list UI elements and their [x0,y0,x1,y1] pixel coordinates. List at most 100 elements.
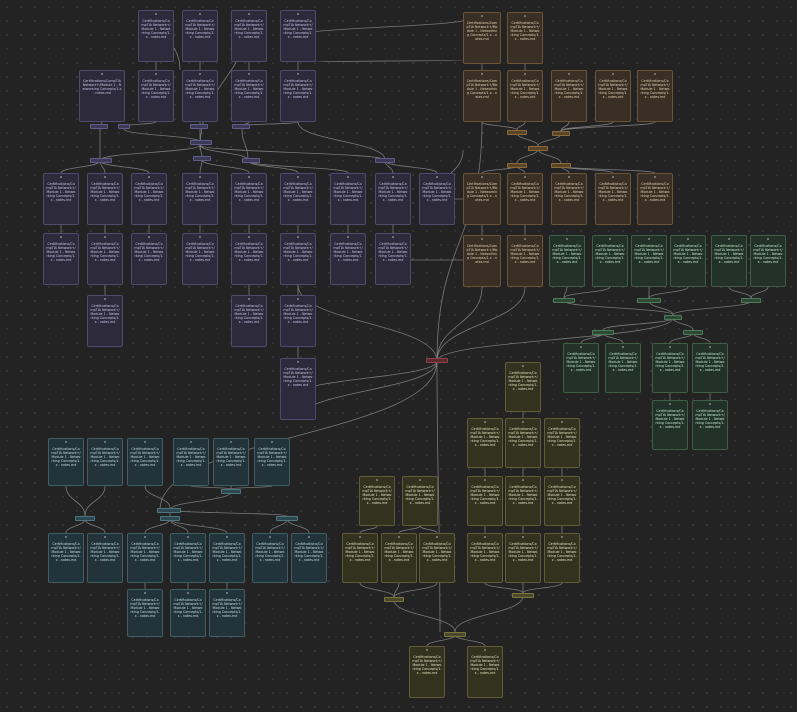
note-node-purple-29[interactable]: Certifications/CompTIA Network+/Module 1… [280,358,316,420]
note-node-purple-4[interactable]: Certifications/CompTIA Network+/Module 1… [79,70,125,122]
note-node-purple-7[interactable]: Certifications/CompTIA Network+/Module 1… [231,70,267,122]
note-node-green-55[interactable]: Certifications/CompTIA Network+/Module 1… [692,400,728,450]
note-node-teal-88[interactable]: Certifications/CompTIA Network+/Module 1… [209,589,245,637]
note-node-olive-56[interactable]: Certifications/CompTIA Network+/Module 1… [505,362,541,412]
note-node-purple-12[interactable]: Certifications/CompTIA Network+/Module 1… [182,173,218,225]
group-node-purple-6[interactable] [242,158,260,163]
group-node-purple-8[interactable] [375,158,395,163]
note-node-purple-17[interactable]: Certifications/CompTIA Network+/Module 1… [419,173,455,225]
note-node-teal-78[interactable]: Certifications/CompTIA Network+/Module 1… [254,438,290,486]
group-node-teal-24[interactable] [276,516,298,521]
note-node-olive-67[interactable]: Certifications/CompTIA Network+/Module 1… [419,533,455,583]
note-node-olive-58[interactable]: Certifications/CompTIA Network+/Module 1… [505,418,541,468]
note-node-brown-31[interactable]: Certifications/CompTIA Network+/Module 1… [507,12,543,64]
note-node-teal-83[interactable]: Certifications/CompTIA Network+/Module 1… [209,533,245,583]
note-node-olive-61[interactable]: Certifications/CompTIA Network+/Module 1… [402,476,438,526]
note-node-purple-24[interactable]: Certifications/CompTIA Network+/Module 1… [330,233,366,285]
note-node-brown-39[interactable]: Certifications/CompTIA Network+/Module 1… [551,173,587,225]
note-node-purple-15[interactable]: Certifications/CompTIA Network+/Module 1… [330,173,366,225]
note-node-brown-36[interactable]: Certifications/CompTIA Network+/Module 1… [637,70,673,122]
note-node-brown-41[interactable]: Certifications/CompTIA Network+/Module 1… [637,173,673,225]
note-node-purple-21[interactable]: Certifications/CompTIA Network+/Module 1… [182,233,218,285]
note-node-green-52[interactable]: Certifications/CompTIA Network+/Module 1… [652,343,688,393]
note-node-olive-69[interactable]: Certifications/CompTIA Network+/Module 1… [505,533,541,583]
note-node-olive-70[interactable]: Certifications/CompTIA Network+/Module 1… [544,533,580,583]
note-node-teal-86[interactable]: Certifications/CompTIA Network+/Module 1… [127,589,163,637]
note-node-purple-14[interactable]: Certifications/CompTIA Network+/Module 1… [280,173,316,225]
group-node-teal-20[interactable] [75,516,95,521]
note-node-green-50[interactable]: Certifications/CompTIA Network+/Module 1… [563,343,599,393]
group-node-purple-0[interactable] [90,124,108,129]
group-node-purple-1[interactable] [118,124,130,129]
note-node-purple-8[interactable]: Certifications/CompTIA Network+/Module 1… [280,70,316,122]
note-node-purple-20[interactable]: Certifications/CompTIA Network+/Module 1… [131,233,167,285]
note-node-purple-23[interactable]: Certifications/CompTIA Network+/Module 1… [280,233,316,285]
note-node-purple-10[interactable]: Certifications/CompTIA Network+/Module 1… [87,173,123,225]
note-node-olive-64[interactable]: Certifications/CompTIA Network+/Module 1… [544,476,580,526]
group-node-olive-27[interactable] [444,632,466,637]
group-node-purple-3[interactable] [232,124,250,129]
note-node-purple-3[interactable]: Certifications/CompTIA Network+/Module 1… [280,10,316,62]
group-node-brown-9[interactable] [507,130,527,135]
note-node-teal-77[interactable]: Certifications/CompTIA Network+/Module 1… [213,438,249,486]
note-node-olive-59[interactable]: Certifications/CompTIA Network+/Module 1… [544,418,580,468]
note-node-green-48[interactable]: Certifications/CompTIA Network+/Module 1… [711,235,747,287]
group-node-brown-12[interactable] [507,163,527,168]
note-node-brown-32[interactable]: Certifications/CompTIA Network+/Module 1… [463,70,501,122]
note-node-purple-5[interactable]: Certifications/CompTIA Network+/Module 1… [138,70,174,122]
group-node-green-14[interactable] [553,298,575,303]
note-node-teal-81[interactable]: Certifications/CompTIA Network+/Module 1… [127,533,163,583]
note-node-green-44[interactable]: Certifications/CompTIA Network+/Module 1… [549,235,585,287]
group-node-teal-23[interactable] [221,489,241,494]
note-node-purple-27[interactable]: Certifications/CompTIA Network+/Module 1… [231,295,267,347]
note-node-teal-85[interactable]: Certifications/CompTIA Network+/Module 1… [291,533,327,583]
note-node-purple-9[interactable]: Certifications/CompTIA Network+/Module 1… [43,173,79,225]
note-node-teal-73[interactable]: Certifications/CompTIA Network+/Module 1… [48,438,84,486]
group-node-olive-26[interactable] [512,593,534,598]
note-node-teal-84[interactable]: Certifications/CompTIA Network+/Module 1… [252,533,288,583]
note-node-teal-80[interactable]: Certifications/CompTIA Network+/Module 1… [87,533,123,583]
group-node-purple-4[interactable] [190,140,212,145]
group-node-brown-10[interactable] [552,131,570,136]
note-node-green-46[interactable]: Certifications/CompTIA Network+/Module 1… [631,235,667,287]
note-node-brown-37[interactable]: Certifications/CompTIA Network+/Module 1… [463,173,501,225]
note-node-teal-74[interactable]: Certifications/CompTIA Network+/Module 1… [87,438,123,486]
group-node-green-15[interactable] [637,298,661,303]
group-node-green-18[interactable] [592,330,614,335]
group-node-purple-7[interactable] [90,158,112,163]
note-node-olive-66[interactable]: Certifications/CompTIA Network+/Module 1… [381,533,417,583]
group-node-olive-25[interactable] [384,597,404,602]
note-node-brown-42[interactable]: Certifications/CompTIA Network+/Module 1… [463,235,501,287]
note-node-purple-6[interactable]: Certifications/CompTIA Network+/Module 1… [182,70,218,122]
note-node-teal-75[interactable]: Certifications/CompTIA Network+/Module 1… [127,438,163,486]
note-node-green-45[interactable]: Certifications/CompTIA Network+/Module 1… [592,235,628,287]
group-node-green-19[interactable] [683,330,703,335]
note-node-purple-26[interactable]: Certifications/CompTIA Network+/Module 1… [87,295,123,347]
note-node-purple-28[interactable]: Certifications/CompTIA Network+/Module 1… [280,295,316,347]
note-node-teal-76[interactable]: Certifications/CompTIA Network+/Module 1… [173,438,209,486]
note-node-olive-60[interactable]: Certifications/CompTIA Network+/Module 1… [359,476,395,526]
note-node-olive-62[interactable]: Certifications/CompTIA Network+/Module 1… [467,476,503,526]
group-node-teal-21[interactable] [157,508,181,513]
hub-node-28[interactable] [426,358,448,363]
note-node-purple-22[interactable]: Certifications/CompTIA Network+/Module 1… [231,233,267,285]
note-node-brown-40[interactable]: Certifications/CompTIA Network+/Module 1… [595,173,631,225]
group-node-green-17[interactable] [664,315,682,320]
note-node-purple-19[interactable]: Certifications/CompTIA Network+/Module 1… [87,233,123,285]
note-node-purple-25[interactable]: Certifications/CompTIA Network+/Module 1… [375,233,411,285]
note-node-purple-0[interactable]: Certifications/CompTIA Network+/Module 1… [138,10,174,62]
note-node-brown-34[interactable]: Certifications/CompTIA Network+/Module 1… [551,70,587,122]
note-node-teal-87[interactable]: Certifications/CompTIA Network+/Module 1… [170,589,206,637]
note-node-purple-13[interactable]: Certifications/CompTIA Network+/Module 1… [231,173,267,225]
group-node-purple-5[interactable] [193,156,211,161]
note-node-green-54[interactable]: Certifications/CompTIA Network+/Module 1… [652,400,688,450]
note-node-olive-68[interactable]: Certifications/CompTIA Network+/Module 1… [467,533,503,583]
group-node-green-16[interactable] [741,298,761,303]
note-node-brown-35[interactable]: Certifications/CompTIA Network+/Module 1… [595,70,631,122]
group-node-purple-2[interactable] [190,124,208,129]
note-node-olive-72[interactable]: Certifications/CompTIA Network+/Module 1… [467,646,503,698]
note-node-olive-65[interactable]: Certifications/CompTIA Network+/Module 1… [342,533,378,583]
note-node-green-47[interactable]: Certifications/CompTIA Network+/Module 1… [670,235,706,287]
note-node-olive-71[interactable]: Certifications/CompTIA Network+/Module 1… [409,646,445,698]
